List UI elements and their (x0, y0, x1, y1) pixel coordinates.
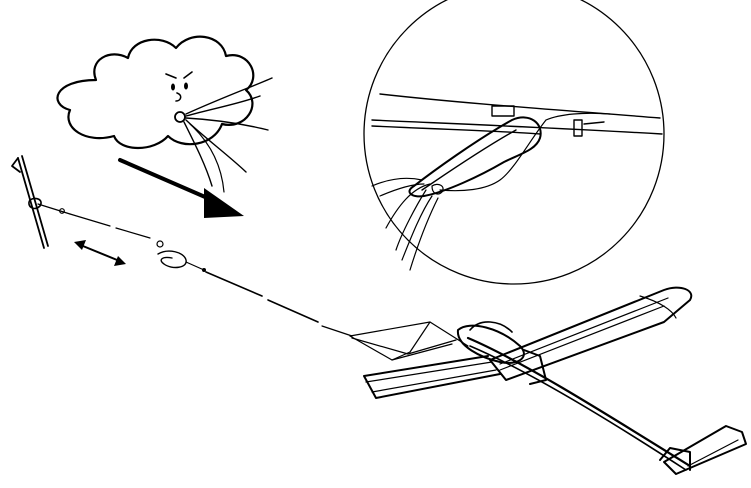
tow-bridle (350, 322, 468, 360)
glider-icon (364, 288, 746, 474)
tow-line-adjust-double-arrow-icon (74, 240, 126, 266)
tow-line (38, 204, 352, 336)
release-hook-detail-icon (364, 0, 664, 284)
ground-stake-icon (12, 156, 48, 248)
wind-gust-lines (184, 78, 272, 192)
cloud-face (166, 72, 192, 122)
wind-cloud-icon (57, 37, 272, 192)
wind-direction-arrow-icon (120, 160, 244, 218)
